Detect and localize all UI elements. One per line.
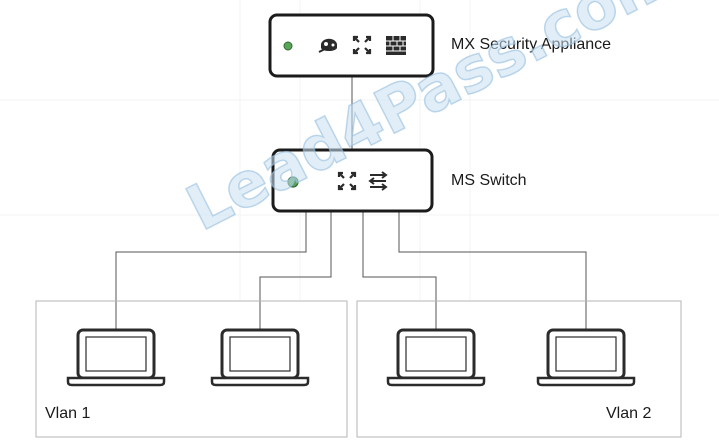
firewall-icon [386,36,406,55]
ms-switch[interactable] [271,148,434,213]
crossed-arrows-icon [337,171,357,191]
crossed-arrows-icon [352,35,372,55]
status-led [287,176,299,188]
switch-arrows-icon [368,171,388,191]
laptop-1[interactable] [66,328,166,387]
status-led [283,41,293,51]
ms-switch-label: MS Switch [451,172,527,189]
mx-security-appliance-label: MX Security Appliance [451,36,612,53]
link-laptop-2 [259,211,332,330]
link-laptop-4 [398,211,587,330]
laptop-2[interactable] [210,328,310,387]
vlan-2-box [356,300,682,438]
mx-security-appliance[interactable] [268,13,435,78]
link-laptop-3 [362,211,437,330]
vlan-2-label: Vlan 2 [606,405,652,422]
vlan-1-box [35,300,348,438]
laptop-4[interactable] [536,328,636,387]
link-laptop-1 [115,211,307,330]
laptop-3[interactable] [386,328,486,387]
guard-icon [318,38,337,53]
vlan-1-label: Vlan 1 [45,405,91,422]
connection-lines [115,76,587,330]
